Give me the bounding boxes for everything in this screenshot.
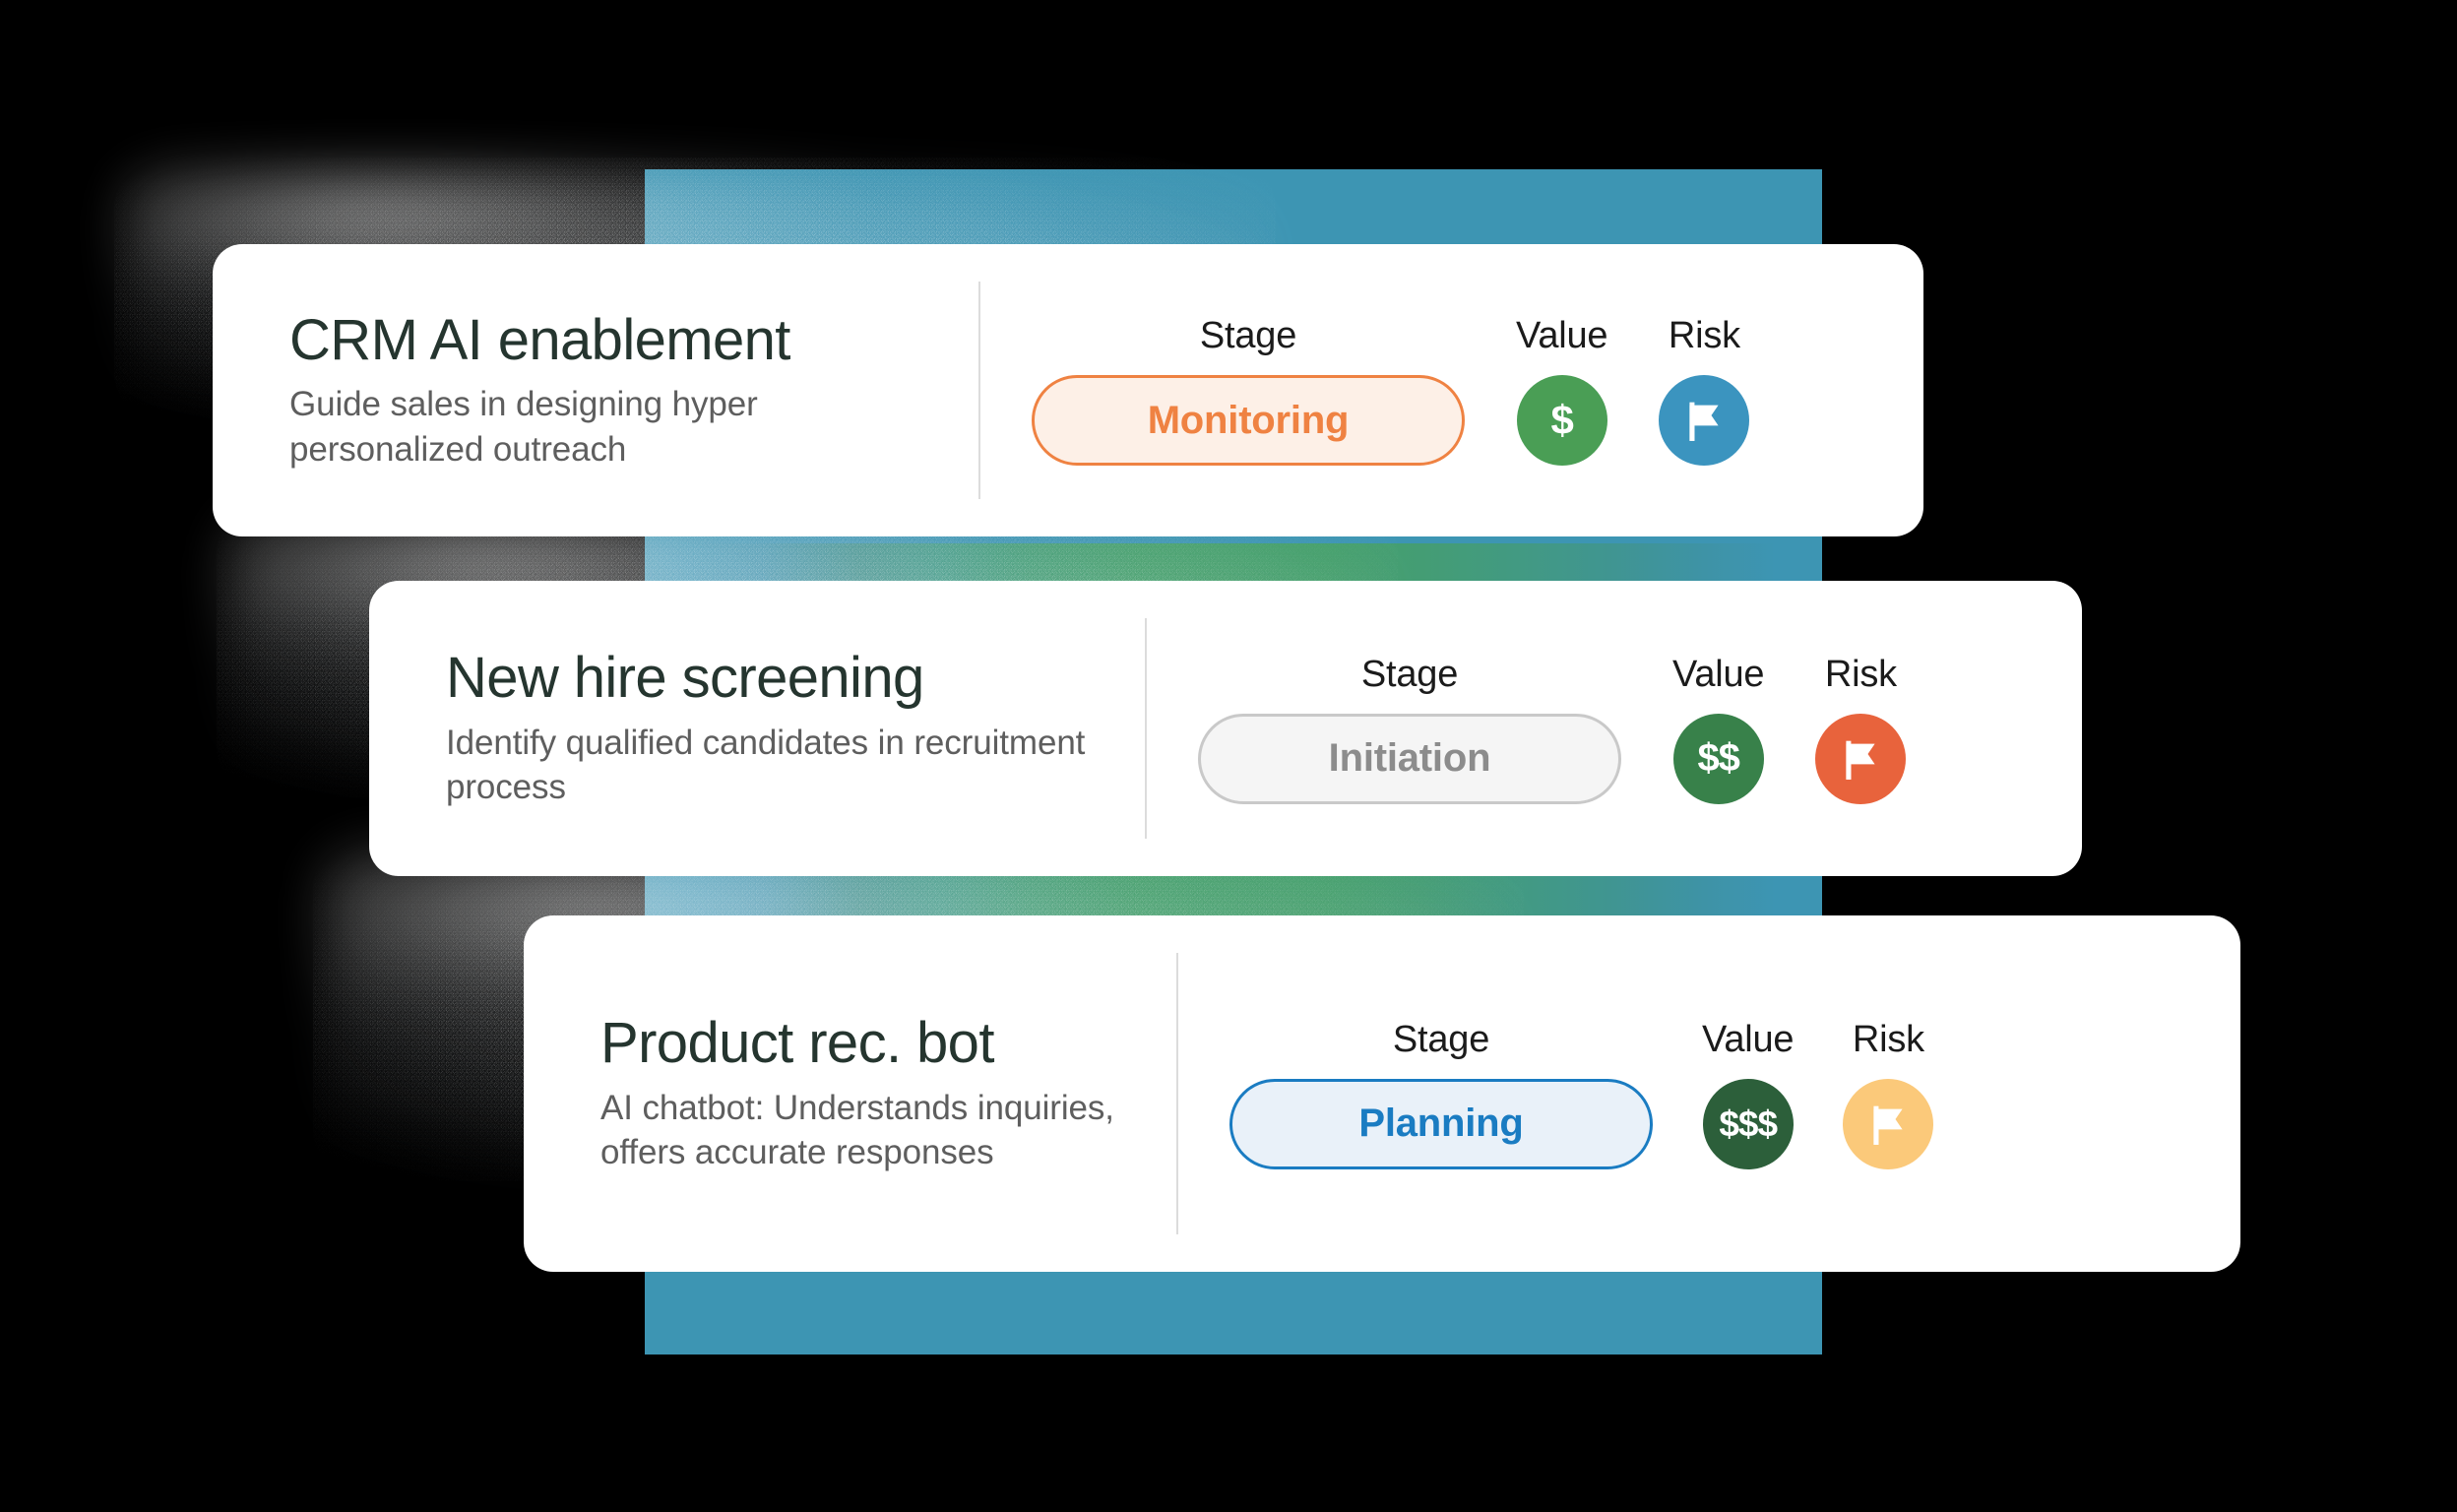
risk-badge[interactable] xyxy=(1843,1078,1934,1169)
card-metrics: Stage Planning Value $$$ Risk xyxy=(1178,1019,2240,1169)
card-divider xyxy=(1176,953,1178,1234)
card-metrics: Stage Monitoring Value $ Risk xyxy=(980,315,1923,466)
value-badge[interactable]: $$ xyxy=(1672,713,1764,804)
card-title: CRM AI enablement xyxy=(289,307,790,372)
stage-pill[interactable]: Initiation xyxy=(1198,713,1621,804)
metric-risk: Risk xyxy=(1815,653,1907,804)
metric-label-value: Value xyxy=(1516,315,1608,356)
metric-label-value: Value xyxy=(1702,1018,1795,1060)
metric-label-stage: Stage xyxy=(1199,315,1297,356)
card-metrics: Stage Initiation Value $$ Risk xyxy=(1147,654,2082,804)
metric-label-risk: Risk xyxy=(1824,653,1897,695)
metric-stage: Stage Initiation xyxy=(1198,654,1621,804)
value-badge[interactable]: $$$ xyxy=(1702,1078,1794,1169)
card-subtitle: AI chatbot: Understands inquiries, offer… xyxy=(600,1088,1114,1172)
card-subtitle: Guide sales in designing hyper personali… xyxy=(289,385,758,469)
metric-label-value: Value xyxy=(1672,653,1765,695)
value-badge[interactable]: $ xyxy=(1516,375,1607,466)
flag-icon xyxy=(1689,402,1719,441)
card-subtitle: Identify qualified candidates in recruit… xyxy=(446,723,1086,807)
metric-stage: Stage Monitoring xyxy=(1032,315,1465,466)
metric-label-risk: Risk xyxy=(1852,1018,1924,1060)
metric-risk: Risk xyxy=(1659,315,1750,466)
project-card[interactable]: Product rec. bot AI chatbot: Understands… xyxy=(524,915,2240,1272)
metric-label-stage: Stage xyxy=(1360,653,1459,695)
card-text-block: New hire screening Identify qualified ca… xyxy=(369,646,1145,810)
project-card[interactable]: New hire screening Identify qualified ca… xyxy=(369,581,2082,876)
metric-stage: Stage Planning xyxy=(1229,1019,1653,1169)
metric-value: Value $ xyxy=(1516,315,1608,466)
metric-value: Value $$$ xyxy=(1702,1018,1795,1169)
metric-value: Value $$ xyxy=(1672,653,1765,804)
risk-badge[interactable] xyxy=(1659,375,1750,466)
card-divider xyxy=(1145,618,1147,839)
stage-pill[interactable]: Planning xyxy=(1229,1078,1653,1169)
card-title: Product rec. bot xyxy=(600,1011,994,1076)
project-card[interactable]: CRM AI enablement Guide sales in designi… xyxy=(213,244,1923,536)
card-text-block: Product rec. bot AI chatbot: Understands… xyxy=(524,1011,1176,1175)
metric-risk: Risk xyxy=(1843,1018,1934,1169)
metric-label-stage: Stage xyxy=(1392,1018,1490,1060)
card-title: New hire screening xyxy=(446,646,924,711)
flag-icon xyxy=(1873,1104,1903,1145)
flag-icon xyxy=(1846,739,1875,780)
metric-label-risk: Risk xyxy=(1668,315,1740,356)
card-divider xyxy=(978,282,980,499)
stage-pill[interactable]: Monitoring xyxy=(1032,375,1465,466)
risk-badge[interactable] xyxy=(1815,713,1907,804)
card-text-block: CRM AI enablement Guide sales in designi… xyxy=(213,307,978,472)
